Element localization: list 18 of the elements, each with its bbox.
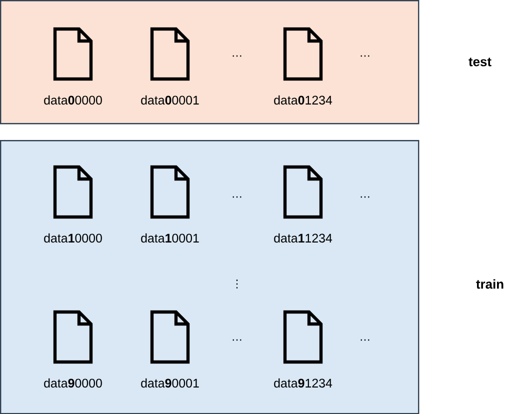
file-name: data10000 (44, 233, 102, 243)
ellipsis: … (232, 339, 242, 341)
file-name: data00001 (141, 95, 199, 105)
ellipsis: … (232, 196, 242, 198)
file-name: data11234 (274, 233, 332, 243)
file-name: data90001 (141, 378, 199, 388)
file-name: data91234 (274, 378, 332, 388)
file-name: data00000 (44, 95, 102, 105)
ellipsis: … (232, 55, 242, 57)
ellipsis: … (360, 339, 370, 341)
ellipsis: ⋮ (236, 280, 238, 288)
file-name: data10001 (141, 233, 199, 243)
ellipsis: … (360, 55, 370, 57)
file-name: data01234 (274, 95, 332, 105)
group-label: test (468, 58, 492, 66)
file-name: data90000 (44, 378, 102, 388)
ellipsis: … (360, 196, 370, 198)
group-label: train (476, 279, 504, 289)
